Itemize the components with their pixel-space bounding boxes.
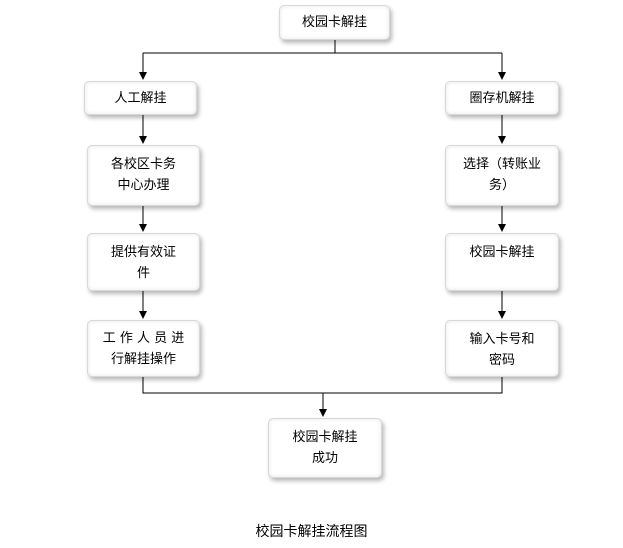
connector-merge <box>142 377 503 394</box>
node-campus-office: 各校区卡务 中心办理 <box>87 145 200 206</box>
node-enter-card: 输入卡号和 密码 <box>445 320 559 377</box>
diagram-caption: 校园卡解挂流程图 <box>255 524 368 540</box>
node-success: 校园卡解挂 成功 <box>268 418 382 478</box>
node-manual: 人工解挂 <box>84 81 197 115</box>
node-kiosk: 圈存机解挂 <box>445 81 559 115</box>
connector-start-split <box>143 40 502 54</box>
node-provide-id: 提供有效证 件 <box>87 233 200 291</box>
node-select: 选择（转账业 务） <box>445 145 559 206</box>
node-start: 校园卡解挂 <box>279 5 390 40</box>
node-staff-op: 工 作 人 员 进 行解挂操作 <box>87 320 200 377</box>
node-kiosk-unfreeze: 校园卡解挂 <box>445 233 559 291</box>
